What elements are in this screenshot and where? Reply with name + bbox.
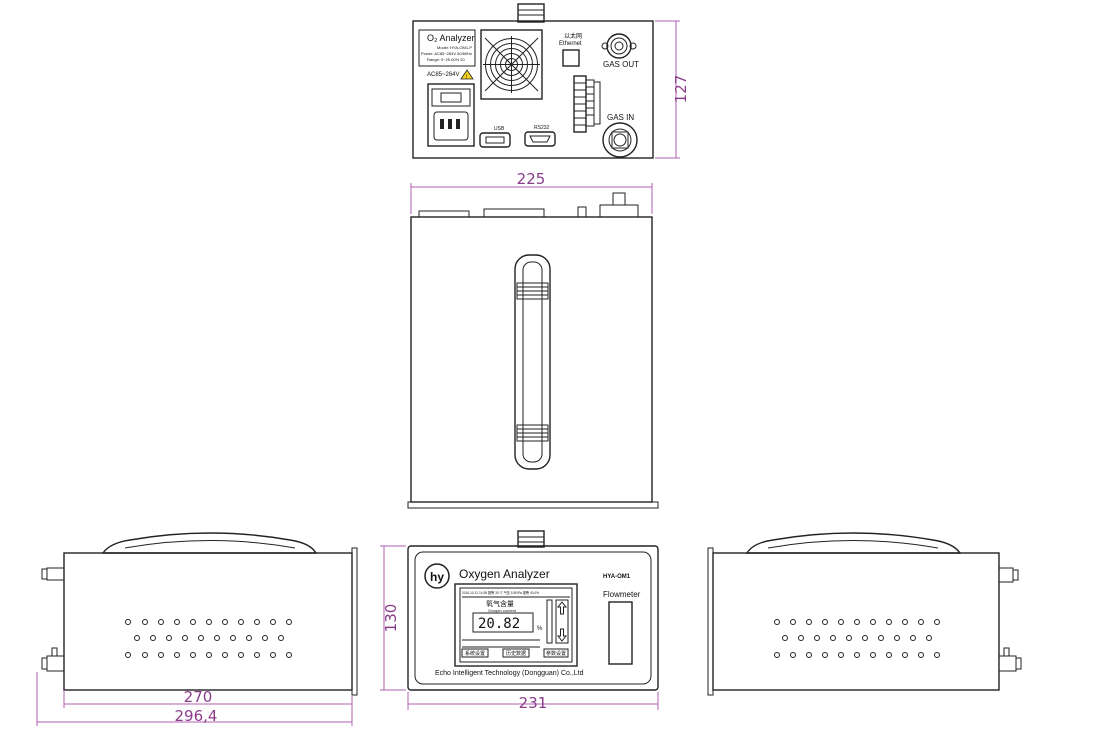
right-side-view — [707, 532, 1022, 696]
rear-label-plate — [418, 29, 476, 67]
lcd-screen: 2016-10-11 14:38 报警 30 ℃ 气压 1000Pa 报警 40… — [454, 583, 578, 667]
soft-key-history[interactable] — [502, 648, 530, 658]
rear-model: Model: HYA-OM1-P — [437, 45, 472, 50]
fan-icon — [480, 29, 543, 100]
svg-text:参数设置: 参数设置 — [546, 650, 566, 657]
front-model: HYA-OM1 — [603, 574, 631, 580]
screen-status-bar: 2016-10-11 14:38 报警 30 ℃ 气压 1000Pa 报警 40… — [462, 590, 539, 595]
warning-icon — [460, 69, 474, 80]
carry-handle — [514, 254, 551, 470]
ethernet-label: Ethernet — [559, 41, 582, 47]
dim-rear-height: 127 — [672, 75, 690, 104]
dim-front-width: 231 — [519, 694, 548, 712]
rs232-port — [524, 131, 556, 147]
gas-in-fitting — [602, 122, 638, 158]
power-socket — [427, 83, 475, 147]
rear-title: O₂ Analyzer — [427, 33, 475, 43]
rear-range: Range: 0~25.00% 20 — [427, 57, 465, 62]
ethernet-port — [562, 49, 580, 67]
left-side-view: 270 296,4 — [36, 532, 358, 726]
front-view: hy Oxygen Analyzer HYA-OM1 Flowmeter 201… — [380, 530, 659, 712]
dim-side-total-length: 296,4 — [175, 707, 218, 725]
ethernet-label-cn: 以太网 — [564, 32, 582, 40]
svg-text:系统设置: 系统设置 — [465, 650, 485, 657]
flowmeter-label: Flowmeter — [603, 590, 641, 599]
flowmeter-window — [608, 601, 633, 665]
front-title: Oxygen Analyzer — [459, 567, 550, 581]
company-name: Echo Intelligent Technology (Dongguan) C… — [435, 670, 584, 677]
rs232-label: RS232 — [534, 125, 550, 131]
oxygen-reading: 20.82 — [478, 616, 520, 632]
rear-power: Power: AC85~264V 50/60Hz — [421, 51, 472, 56]
screen-heading: 氧气含量 — [486, 599, 514, 608]
top-view: 225 — [407, 170, 659, 509]
dim-front-height: 130 — [382, 604, 400, 633]
svg-text:历史数据: 历史数据 — [506, 650, 526, 657]
usb-port — [479, 132, 511, 148]
dim-top-width: 225 — [517, 170, 546, 188]
soft-key-system[interactable] — [461, 648, 489, 658]
down-arrow-icon — [556, 628, 568, 642]
dim-side-body-length: 270 — [184, 688, 213, 706]
terminal-block — [573, 75, 601, 133]
gas-out-fitting — [601, 33, 637, 59]
svg-text:!: ! — [466, 75, 468, 81]
reading-unit: % — [537, 626, 543, 632]
level-bar — [546, 599, 553, 644]
soft-key-params[interactable] — [543, 648, 569, 658]
rear-voltage: AC85~264V — [427, 72, 460, 78]
screen-subheading: Oxygen content — [488, 608, 517, 613]
svg-text:hy: hy — [430, 570, 444, 584]
usb-label: USB — [494, 126, 505, 132]
gas-out-label: GAS OUT — [603, 60, 639, 69]
rear-view: O₂ Analyzer Model: HYA-OM1-P Power: AC85… — [412, 3, 690, 159]
up-arrow-icon — [556, 601, 568, 615]
brand-logo: hy — [424, 563, 450, 589]
gas-in-label: GAS IN — [607, 113, 634, 122]
